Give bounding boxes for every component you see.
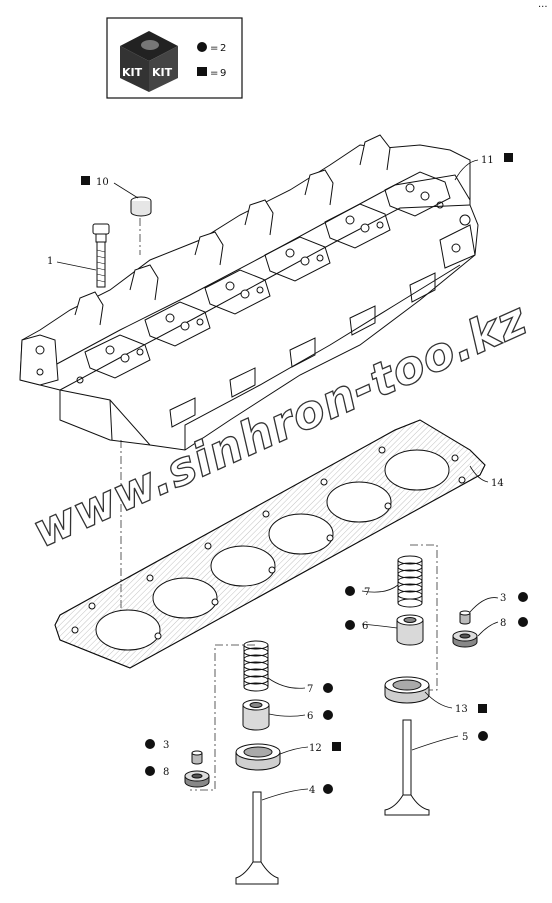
valve-spring-left: [243, 640, 269, 692]
callout-12-square-icon: [332, 742, 341, 751]
valve-left: [235, 791, 279, 885]
callout-7b-label: 7: [307, 684, 313, 695]
kit-box-icon: KIT KIT: [120, 31, 178, 92]
svg-text:=: =: [210, 43, 218, 54]
kit-legend: KIT KIT = 2 = 9: [106, 17, 243, 99]
valve-seal-right: [396, 614, 424, 646]
callout-4-circle-icon: [323, 784, 333, 794]
callout-8a-label: 8: [500, 618, 506, 629]
spring-retainer-right: [452, 630, 478, 648]
callout-1-label: 1: [47, 256, 53, 267]
spring-retainer-left: [184, 770, 210, 788]
legend-circle-value: 2: [220, 43, 226, 54]
leader-lines: [56, 159, 499, 801]
valve-seal-left: [242, 699, 270, 731]
cylinder-head: [19, 134, 479, 451]
head-bolt: [92, 223, 110, 288]
valve-right: [384, 719, 430, 816]
callout-3a-label: 3: [500, 593, 506, 604]
valve-spring-right: [397, 555, 423, 608]
callout-6a-label: 6: [362, 621, 368, 632]
callout-5-circle-icon: [478, 731, 488, 741]
callout-3b-circle-icon: [145, 739, 155, 749]
callout-4-label: 4: [309, 785, 315, 796]
callout-3a-circle-icon: [518, 592, 528, 602]
callout-11-square-icon: [504, 153, 513, 162]
callout-8a-circle-icon: [518, 617, 528, 627]
callout-6b-label: 6: [307, 711, 313, 722]
collet-right: [459, 610, 471, 625]
svg-text:=: =: [210, 68, 218, 79]
callout-7b-circle-icon: [323, 683, 333, 693]
callout-6b-circle-icon: [323, 710, 333, 720]
callout-12-label: 12: [309, 743, 322, 754]
callout-7a-label: 7: [364, 587, 370, 598]
valve-seat-ring-right: [384, 676, 430, 704]
callout-8b-circle-icon: [145, 766, 155, 776]
callout-6a-circle-icon: [345, 620, 355, 630]
callout-10-label: 10: [96, 177, 109, 188]
callout-14-label: 14: [491, 478, 504, 489]
callout-3b-label: 3: [163, 740, 169, 751]
callout-7a-circle-icon: [345, 586, 355, 596]
callouts: 10 1 11 14 7 6 3 8 7 6 13 5 3: [47, 153, 528, 796]
plug: [130, 196, 152, 217]
callout-11-label: 11: [481, 155, 494, 166]
page-marker: ...: [538, 0, 548, 10]
callout-8b-label: 8: [163, 767, 169, 778]
callout-10-square-icon: [81, 176, 90, 185]
legend-square-value: 9: [220, 68, 226, 79]
collet-left: [191, 750, 203, 765]
callout-5-label: 5: [462, 732, 468, 743]
kit-label-left: KIT: [122, 66, 143, 79]
kit-label-right: KIT: [152, 66, 173, 79]
head-gasket: [54, 419, 486, 669]
callout-13-label: 13: [455, 704, 468, 715]
legend-circle-icon: [197, 42, 207, 52]
callout-13-square-icon: [478, 704, 487, 713]
legend-square-icon: [197, 67, 207, 76]
valve-seat-ring-left: [235, 743, 281, 771]
